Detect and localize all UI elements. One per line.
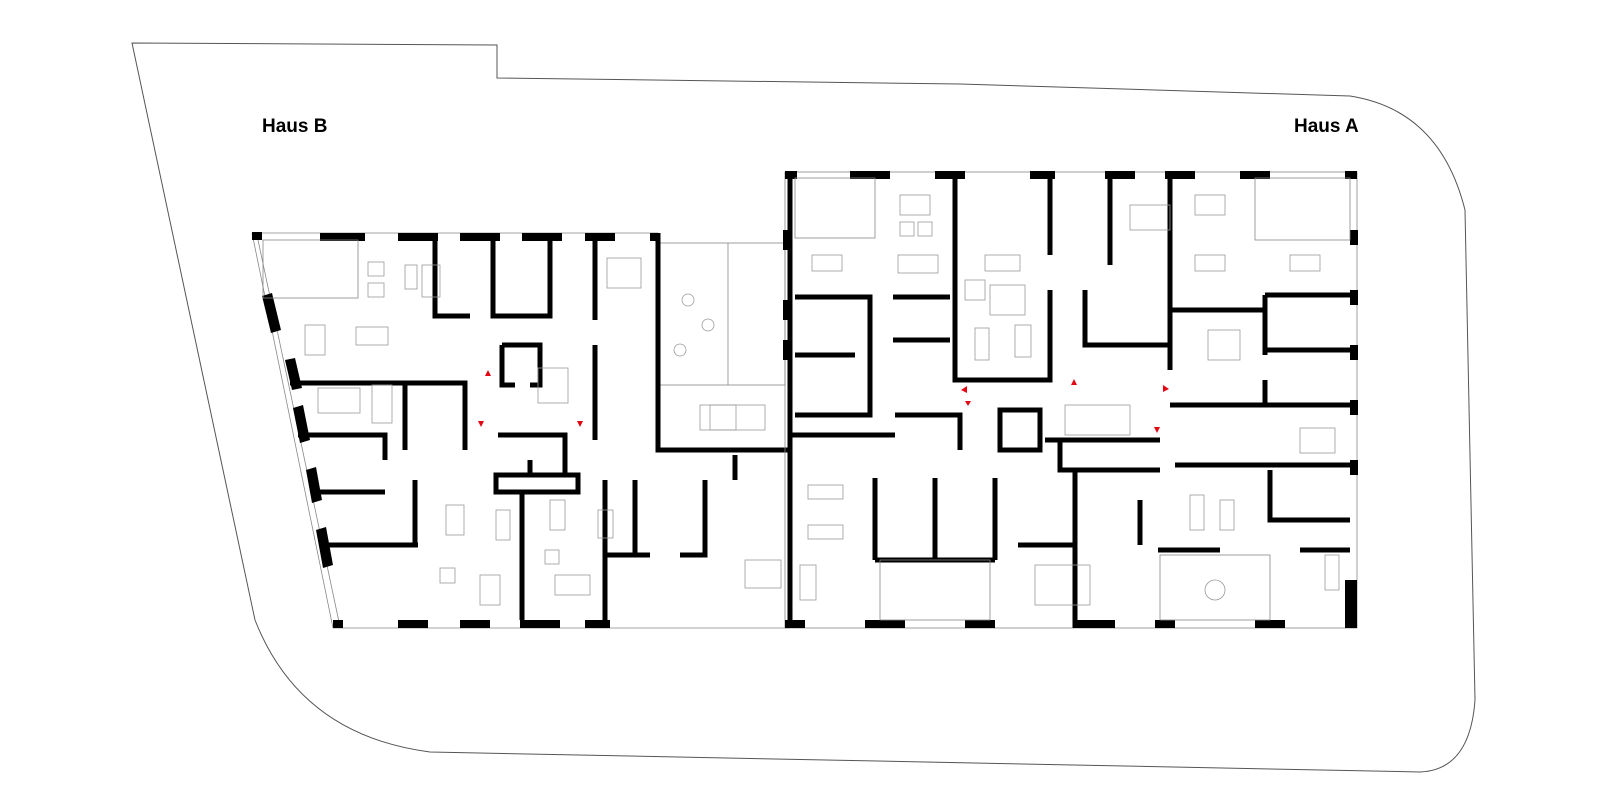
entrance-marker	[961, 386, 967, 393]
entrance-markers	[478, 370, 1169, 433]
building-label-haus-a: Haus A	[1294, 116, 1359, 137]
building-label-haus-b: Haus B	[262, 116, 328, 137]
entrance-marker	[1163, 385, 1169, 392]
haus-b-building	[251, 232, 790, 629]
entrance-marker	[965, 401, 971, 406]
atrium	[657, 242, 786, 386]
entrance-marker	[1071, 379, 1077, 385]
entrance-marker	[1154, 427, 1160, 433]
haus-a-building	[709, 171, 1358, 629]
site-boundary	[131, 42, 1476, 773]
entrance-marker	[478, 421, 484, 427]
entrance-marker	[577, 421, 583, 427]
entrance-marker	[485, 370, 491, 376]
